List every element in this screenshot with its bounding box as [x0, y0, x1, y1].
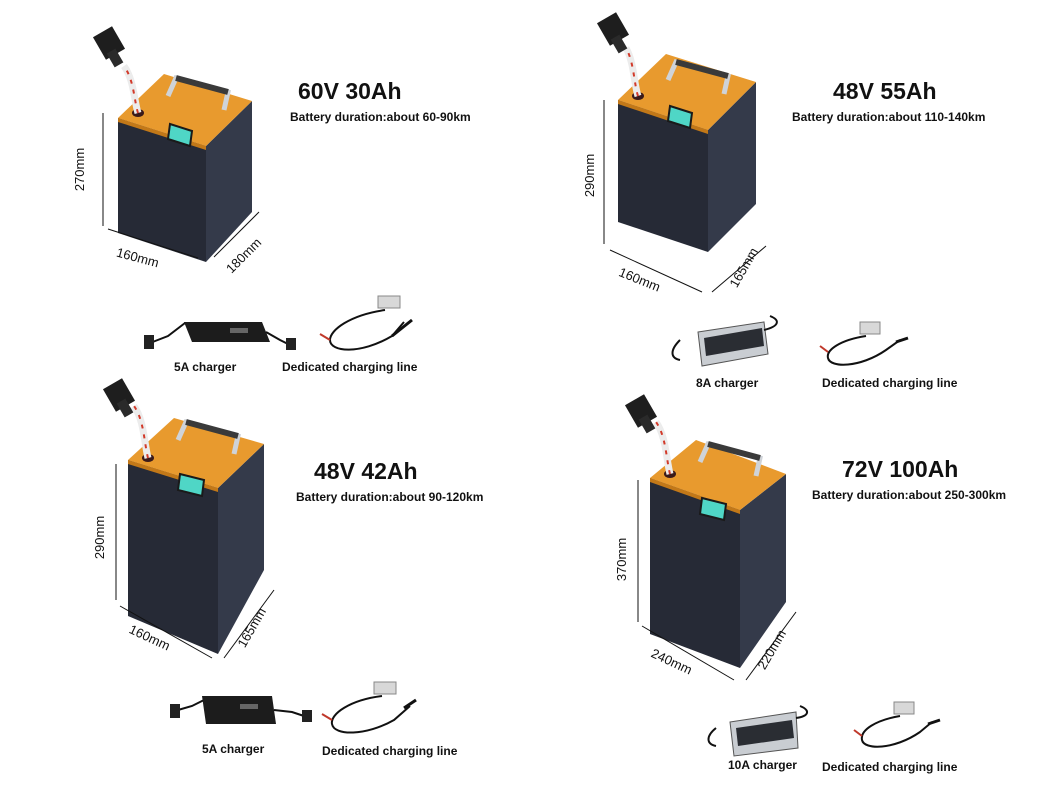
product-title: 60V 30Ah [298, 78, 402, 104]
battery-illustration [92, 26, 413, 351]
charging-line-label: Dedicated charging line [322, 744, 458, 758]
power-connector-icon [624, 394, 658, 434]
charging-line-label: Dedicated charging line [822, 760, 958, 774]
product-title: 48V 42Ah [314, 458, 418, 484]
power-connector-icon [102, 378, 136, 418]
height-dimension-label: 290mm [582, 153, 598, 198]
product-title: 48V 55Ah [833, 78, 937, 104]
battery-duration: Battery duration:about 110-140km [792, 110, 986, 124]
charging-line-label: Dedicated charging line [282, 360, 418, 374]
product-panel-48v-55ah: 48V 55Ah Battery duration:about 110-140k… [530, 0, 1060, 400]
black-power-adapter-icon [170, 696, 312, 724]
battery-illustration [102, 378, 417, 734]
charger-label: 5A charger [202, 742, 265, 756]
silver-aluminium-charger-icon [671, 315, 778, 367]
battery-illustration [596, 12, 909, 367]
charging-cable-icon [321, 681, 417, 734]
product-panel-72v-100ah: 72V 100Ah Battery duration:about 250-300… [530, 380, 1060, 780]
silver-aluminium-charger-icon [707, 705, 808, 757]
charger-label: 10A charger [728, 758, 797, 772]
battery-illustration [624, 394, 941, 757]
height-dimension-label: 270mm [72, 147, 88, 192]
charging-line-label: Dedicated charging line [822, 376, 958, 390]
charging-cable-icon [853, 701, 941, 748]
charger-label: 5A charger [174, 360, 237, 374]
power-connector-icon [92, 26, 126, 68]
product-title: 72V 100Ah [842, 456, 959, 482]
height-dimension-label: 370mm [614, 537, 630, 582]
charging-cable-icon [319, 295, 413, 351]
charger-label: 8A charger [696, 376, 759, 390]
height-dimension-label: 290mm [92, 515, 108, 560]
product-panel-48v-42ah: 48V 42Ah Battery duration:about 90-120km… [0, 378, 530, 780]
battery-duration: Battery duration:about 90-120km [296, 490, 484, 504]
battery-duration: Battery duration:about 250-300km [812, 488, 1007, 502]
product-panel-60v-30ah: 60V 30Ah Battery duration:about 60-90km … [0, 0, 530, 400]
black-power-adapter-icon [144, 322, 296, 350]
battery-duration: Battery duration:about 60-90km [290, 110, 471, 124]
charging-cable-icon [819, 321, 909, 366]
power-connector-icon [596, 12, 630, 54]
